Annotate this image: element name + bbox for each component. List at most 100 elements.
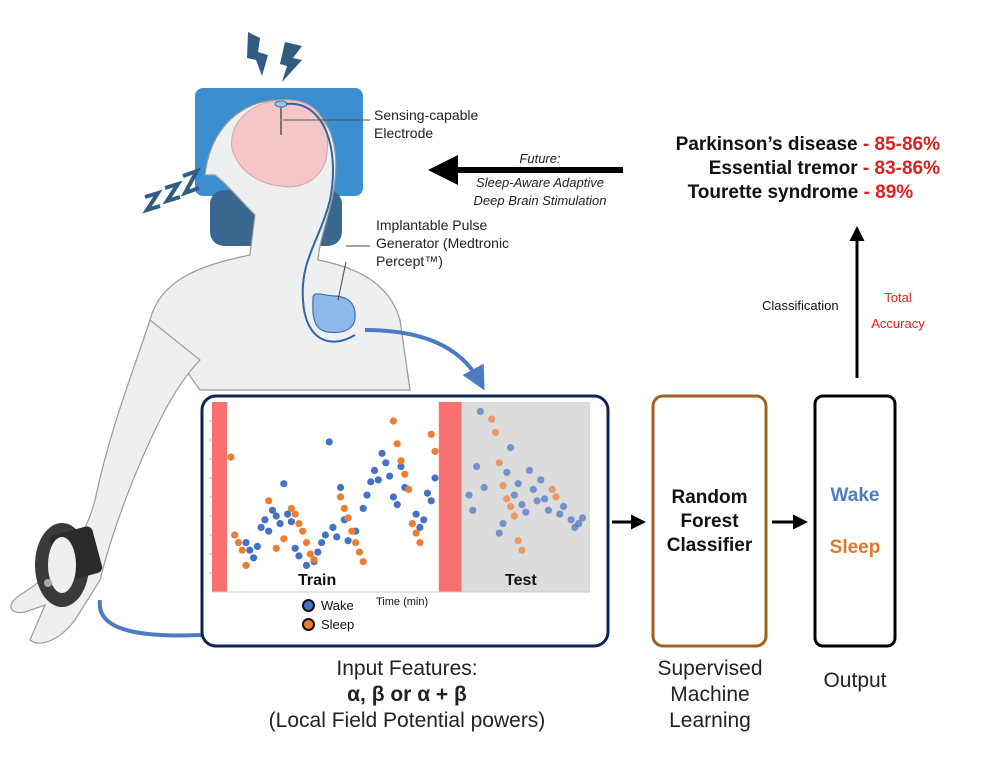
wake-point: [420, 516, 428, 524]
wake-point: [559, 502, 568, 511]
sleep-point: [302, 539, 311, 547]
ipg-label-line: Generator (Medtronic: [376, 235, 510, 251]
classification-label: Classification: [762, 298, 839, 313]
wake-point: [246, 546, 254, 554]
sleep-point: [499, 482, 507, 490]
sleep-point: [397, 457, 405, 465]
wake-point: [318, 539, 326, 547]
wake-point: [382, 459, 390, 467]
wake-point: [397, 463, 405, 471]
sleep-point: [416, 539, 424, 547]
sleep-point: [242, 561, 250, 570]
legend-item-sleep: Sleep: [302, 617, 354, 632]
brain-icon: [231, 99, 370, 188]
sleep-point: [427, 430, 435, 438]
wake-dot-icon: [302, 599, 315, 612]
sleep-point: [431, 447, 439, 455]
sleep-point: [272, 544, 280, 552]
future-title: Future:: [519, 151, 561, 166]
output-box: [813, 394, 897, 648]
sleep-point: [510, 512, 518, 520]
caption-line: Input Features:: [336, 657, 478, 680]
electrode-label-line: Sensing-capable: [374, 107, 479, 123]
wake-point: [261, 516, 269, 524]
lightning-bolt-icon: [247, 32, 302, 82]
wake-point: [469, 506, 477, 514]
condition-name: Tourette syndrome: [687, 182, 859, 203]
wake-point: [525, 466, 534, 474]
sleep-point: [404, 485, 413, 493]
scatter-chart: [209, 402, 590, 593]
wake-point: [257, 523, 265, 532]
caption-line: Supervised: [657, 657, 763, 680]
sleep-point: [412, 529, 420, 537]
sleep-point: [495, 459, 503, 467]
wake-point: [302, 561, 311, 570]
smartwatch-icon: [35, 523, 103, 607]
wake-point: [499, 520, 507, 528]
sleep-point: [491, 428, 500, 436]
input-features-caption: Input Features: α, β or α + β (Local Fie…: [222, 656, 592, 734]
classifier-box: [651, 394, 768, 648]
wake-point: [416, 523, 424, 532]
output-sleep: Sleep: [829, 537, 881, 558]
sleep-point: [336, 493, 345, 501]
sleep-point: [231, 531, 239, 539]
result-row: Tourette syndrome - 89%: [676, 181, 940, 205]
wake-point: [533, 497, 541, 505]
pulse-generator-icon: [312, 245, 370, 334]
sleep-point: [344, 514, 352, 522]
wake-point: [575, 520, 583, 528]
wake-point: [556, 510, 564, 518]
caption-line: Machine: [670, 683, 750, 706]
future-description: Sleep-Aware Adaptive Deep Brain Stimulat…: [440, 174, 640, 210]
legend-label: Sleep: [321, 617, 355, 632]
region-test: [461, 402, 590, 592]
wake-point: [344, 537, 352, 545]
sleep-point: [265, 497, 273, 505]
lead-wire: [285, 102, 356, 343]
wake-point: [370, 466, 379, 474]
total-accuracy-line: Total: [884, 290, 912, 305]
ml-caption: Supervised Machine Learning: [630, 656, 790, 734]
result-row: Essential tremor - 83-86%: [676, 157, 940, 181]
sleep-point: [552, 493, 560, 501]
wake-point: [321, 531, 329, 539]
wake-point: [284, 510, 292, 518]
sleep-point: [306, 550, 314, 558]
condition-name: Essential tremor: [708, 158, 858, 179]
classifier-line: Random: [671, 487, 748, 508]
wake-point: [336, 483, 345, 492]
ipg-label-line: Implantable Pulse: [376, 217, 488, 233]
sleep-point: [359, 558, 367, 566]
wake-point: [314, 548, 322, 556]
wake-point: [495, 529, 503, 537]
wake-point: [544, 506, 553, 514]
wake-point: [287, 518, 295, 526]
accuracy-value: - 85-86%: [862, 134, 940, 155]
sleep-point: [234, 539, 243, 547]
sleep-point: [291, 510, 299, 518]
wake-point: [329, 523, 337, 532]
sleep-point: [507, 502, 515, 511]
region-excluded: [212, 402, 228, 592]
wake-point: [480, 483, 488, 492]
x-axis-label: Time (min): [376, 596, 429, 608]
ipg-label: Implantable Pulse Generator (Medtronic P…: [376, 216, 509, 270]
sleep-point: [488, 415, 496, 423]
electrode-label: Sensing-capable Electrode: [374, 106, 478, 142]
accuracy-value: - 89%: [863, 182, 914, 203]
train-label: Train: [298, 572, 337, 589]
wake-point: [514, 480, 522, 488]
future-line: Deep Brain Stimulation: [473, 193, 607, 208]
caption-line: Learning: [669, 709, 751, 732]
sleep-point: [514, 537, 522, 545]
wake-point: [522, 508, 530, 516]
wake-point: [367, 478, 375, 486]
wake-point: [389, 493, 398, 501]
wake-point: [249, 554, 258, 562]
wake-point: [510, 491, 518, 499]
wake-point: [537, 476, 545, 484]
future-line: Sleep-Aware Adaptive: [476, 175, 604, 190]
